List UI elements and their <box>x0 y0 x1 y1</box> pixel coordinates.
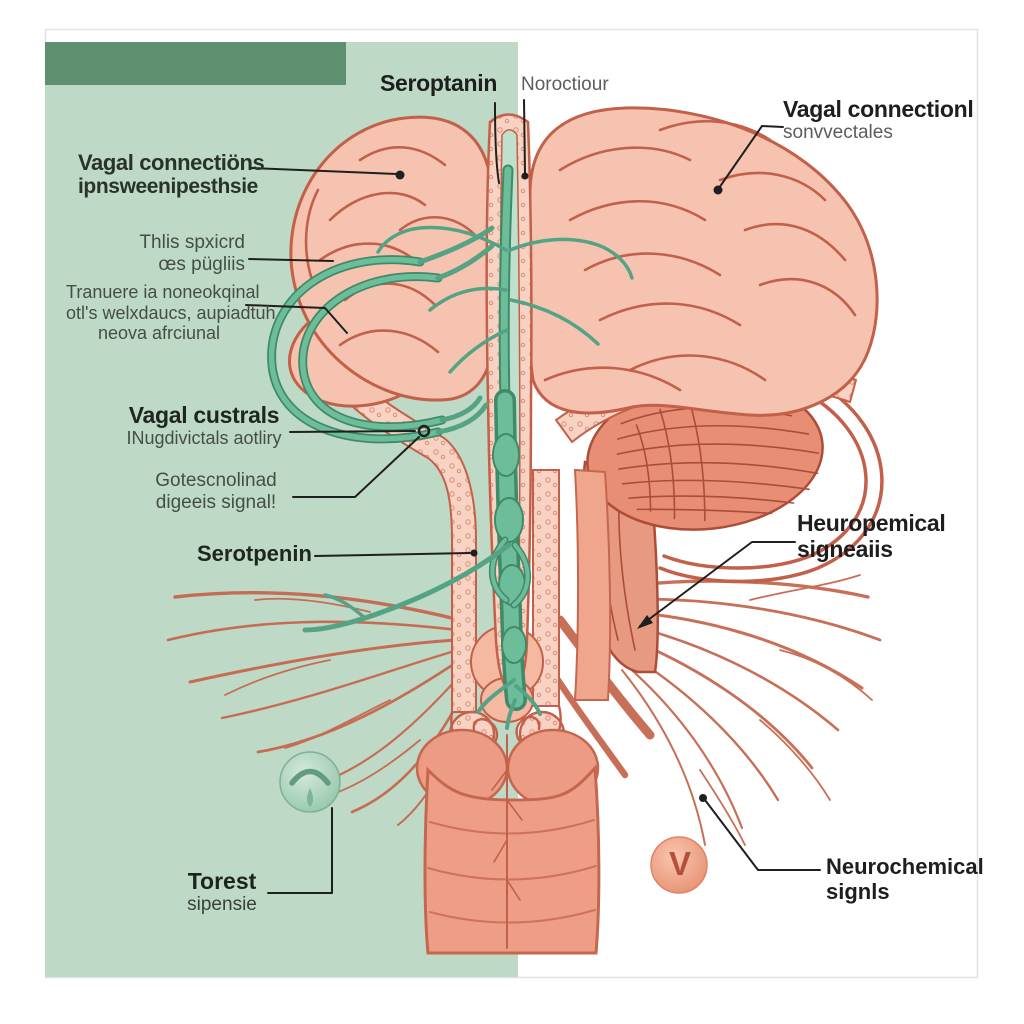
neuro-bottom-leader <box>704 799 821 871</box>
serotonin-badge-icon <box>289 768 331 786</box>
serotonin-badge <box>279 751 341 813</box>
leader-lines <box>245 99 821 894</box>
brain-gyri <box>304 120 857 392</box>
label-gotescnolinad: Gotescnolinad digeeis signal! <box>155 470 277 513</box>
label-thlis-spxicrd: Thlis spxicrd œs pügliis <box>139 232 245 275</box>
label-seroptanin-top: Seroptanin <box>380 70 498 96</box>
cerebellum <box>586 379 824 531</box>
label-neurochemical-right: Heuropemical signeaiis <box>797 510 946 563</box>
neuro-bottom-dot <box>699 794 707 802</box>
seroptanin-leader <box>494 102 500 184</box>
label-noroctiov-top: Noroctiour <box>521 74 609 95</box>
noroctiov-leader <box>523 99 526 174</box>
label-serotpenin-mid: Serotpenin <box>197 541 312 566</box>
vagal-left-leader <box>251 167 398 175</box>
serotpenin-leader <box>314 552 471 557</box>
label-vagal-connections-right: Vagal connectionl sonvvectales <box>783 96 974 144</box>
tranuere-leader <box>245 304 348 334</box>
label-torest: Torest sipensie <box>187 868 257 916</box>
cerebellum-loops <box>658 378 884 584</box>
label-neurochemical-bottom: Neurochemical signls <box>826 854 984 905</box>
label-tranuere: Tranuere ia noneokqinal otl's welxdaucs,… <box>66 282 276 344</box>
vagus-badge <box>650 836 708 894</box>
vagal-right-leader <box>718 125 784 189</box>
label-vagal-connections-left: Vagal connectiöns ipnsweenipesthsie <box>78 150 265 199</box>
thlis-leader <box>248 258 334 262</box>
gotesc-leader <box>292 436 420 498</box>
heuro-leader <box>639 541 796 627</box>
vagus-nerve <box>267 164 634 730</box>
torest-leader <box>267 807 333 894</box>
vagus-badge-letter: V <box>668 845 691 882</box>
serotpenin-dot <box>470 549 478 557</box>
vagal-left-dot <box>395 170 405 180</box>
noroctiov-dot <box>521 172 529 180</box>
custrals-ring <box>417 424 431 438</box>
custrals-leader <box>289 430 416 433</box>
label-vagal-custrals: Vagal custrals INugdivictals aotliry <box>126 402 282 449</box>
vagal-right-dot <box>713 185 723 195</box>
heuro-arrowhead <box>637 615 653 629</box>
